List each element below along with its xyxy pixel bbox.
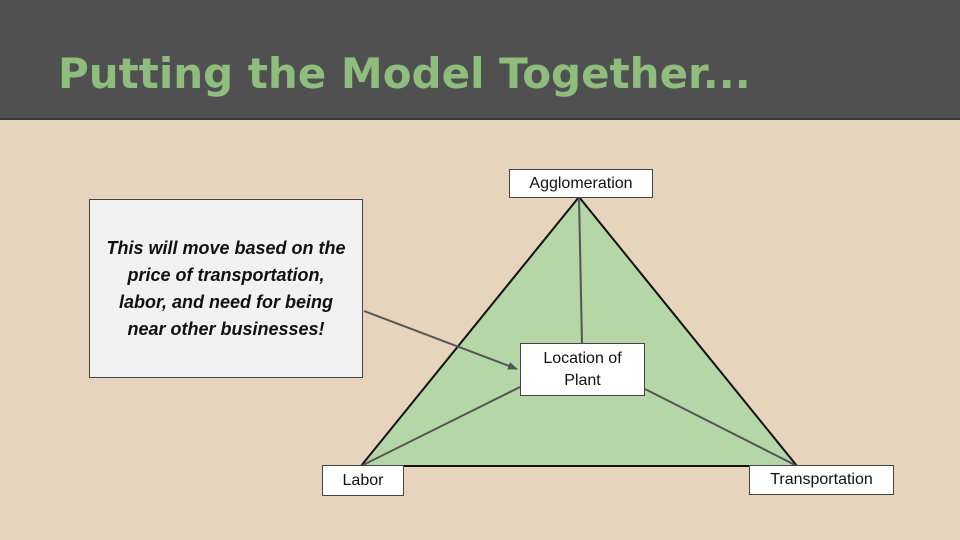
header-bar: Putting the Model Together... [0,0,960,120]
connector-labor [360,386,521,467]
labor-node: Labor [322,465,404,496]
labor-label: Labor [342,471,384,489]
callout-box: This will move based on the price of tra… [89,199,363,378]
connector-transportation [644,388,798,467]
agglomeration-node: Agglomeration [509,169,653,198]
model-triangle [358,195,800,467]
transportation-label: Transportation [770,471,873,488]
callout-arrow [363,310,518,370]
transportation-node: Transportation [749,465,894,495]
plant-location-label: Location of Plant [543,349,622,389]
connector-agglomeration [578,196,583,345]
callout-text: This will move based on the price of tra… [106,237,346,339]
plant-location-node: Location of Plant [520,343,645,396]
slide-title: Putting the Model Together... [58,49,751,98]
agglomeration-label: Agglomeration [529,174,633,192]
